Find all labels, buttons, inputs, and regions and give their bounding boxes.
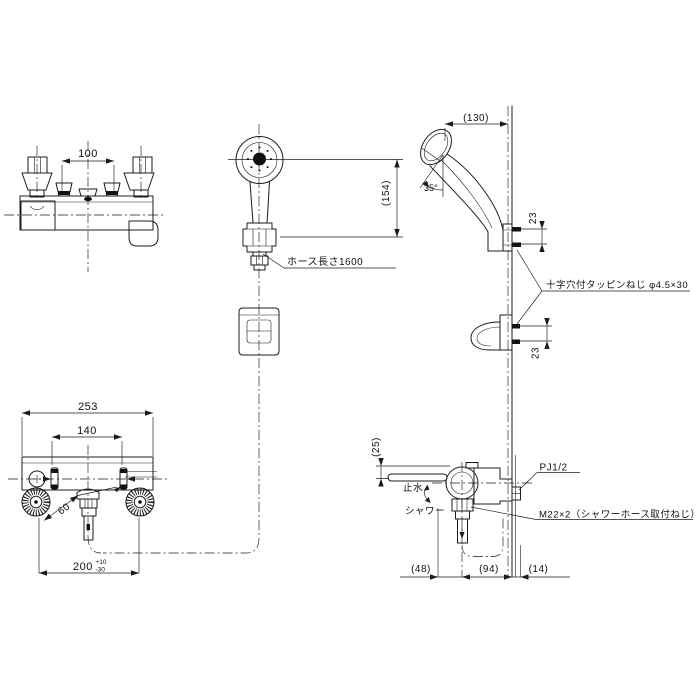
hand-shower-side-view: (130) 35° 23: [419, 105, 690, 578]
upper-bracket-side: [502, 223, 513, 252]
dim-60-label: 60: [56, 501, 72, 517]
dim-154-label: (154): [381, 180, 392, 206]
lower-bracket-side: [499, 314, 513, 351]
hanger-bracket-front: [242, 222, 277, 253]
dim-23-upper-label: 23: [528, 212, 539, 224]
shower-outlet-pipe: [457, 518, 468, 544]
dim-23-lower-label: 23: [531, 347, 542, 359]
dim-200-label: 200: [73, 561, 93, 573]
shower-head-front: [235, 136, 284, 184]
dim-253-label: 253: [78, 401, 98, 413]
dim-100-label: 100: [78, 148, 98, 160]
left-leg-flange: [21, 172, 53, 191]
dim-140-label: 140: [77, 425, 97, 437]
spray-holes: [247, 146, 272, 172]
faucet-front-view: 253 140: [8, 401, 168, 576]
dim-48-label: (48): [411, 564, 431, 575]
stop-label: 止水: [403, 482, 423, 494]
hose-connector: [250, 255, 269, 266]
valve-side-view: (25) 止水 シャワー PJ1/2 M22×2（シャワーホース取付ねじ）: [371, 437, 700, 580]
dim-14-label: (14): [529, 564, 549, 575]
shower-head-side: [420, 128, 452, 166]
upper-screw-2: [512, 242, 521, 247]
dim-94-label: (94): [479, 564, 499, 575]
pj-thread-label: PJ1/2: [540, 463, 568, 474]
spray-angle-label: 35°: [424, 183, 438, 193]
dim-25-label: (25): [371, 437, 382, 457]
lower-bracket-front: [238, 307, 280, 356]
faucet-body-front: [21, 456, 154, 491]
shower-elbow-plan: [128, 220, 159, 247]
hand-shower-front-view: ホース長さ1600 (154): [103, 124, 403, 554]
right-leg-nut: [132, 156, 153, 174]
hose-length-label: ホース長さ1600: [287, 256, 363, 268]
tapping-screw-label: 十字穴付タッピンねじ φ4.5×30: [546, 279, 688, 291]
m22-thread-label: M22×2（シャワーホース取付ねじ）: [539, 509, 700, 521]
hose-attachment-nut: [451, 498, 474, 512]
dim-200-tol-minus: -30: [96, 567, 106, 574]
lower-screw-2: [512, 339, 520, 344]
dim-200-tol-plus: +10: [96, 559, 107, 566]
faucet-plan-view: 100: [4, 141, 166, 272]
valve-body-side: [473, 467, 513, 505]
lower-screw-1: [512, 324, 520, 329]
temperature-lever: [387, 473, 448, 482]
dim-130-label: (130): [463, 113, 489, 124]
upper-screw-1: [512, 227, 521, 232]
left-leg-nut: [27, 156, 48, 174]
cold-handle: [125, 487, 155, 517]
shower-label: シャワー: [405, 506, 445, 517]
hot-handle: [21, 487, 51, 517]
right-leg-flange: [123, 172, 155, 191]
spout-nut: [79, 498, 98, 509]
